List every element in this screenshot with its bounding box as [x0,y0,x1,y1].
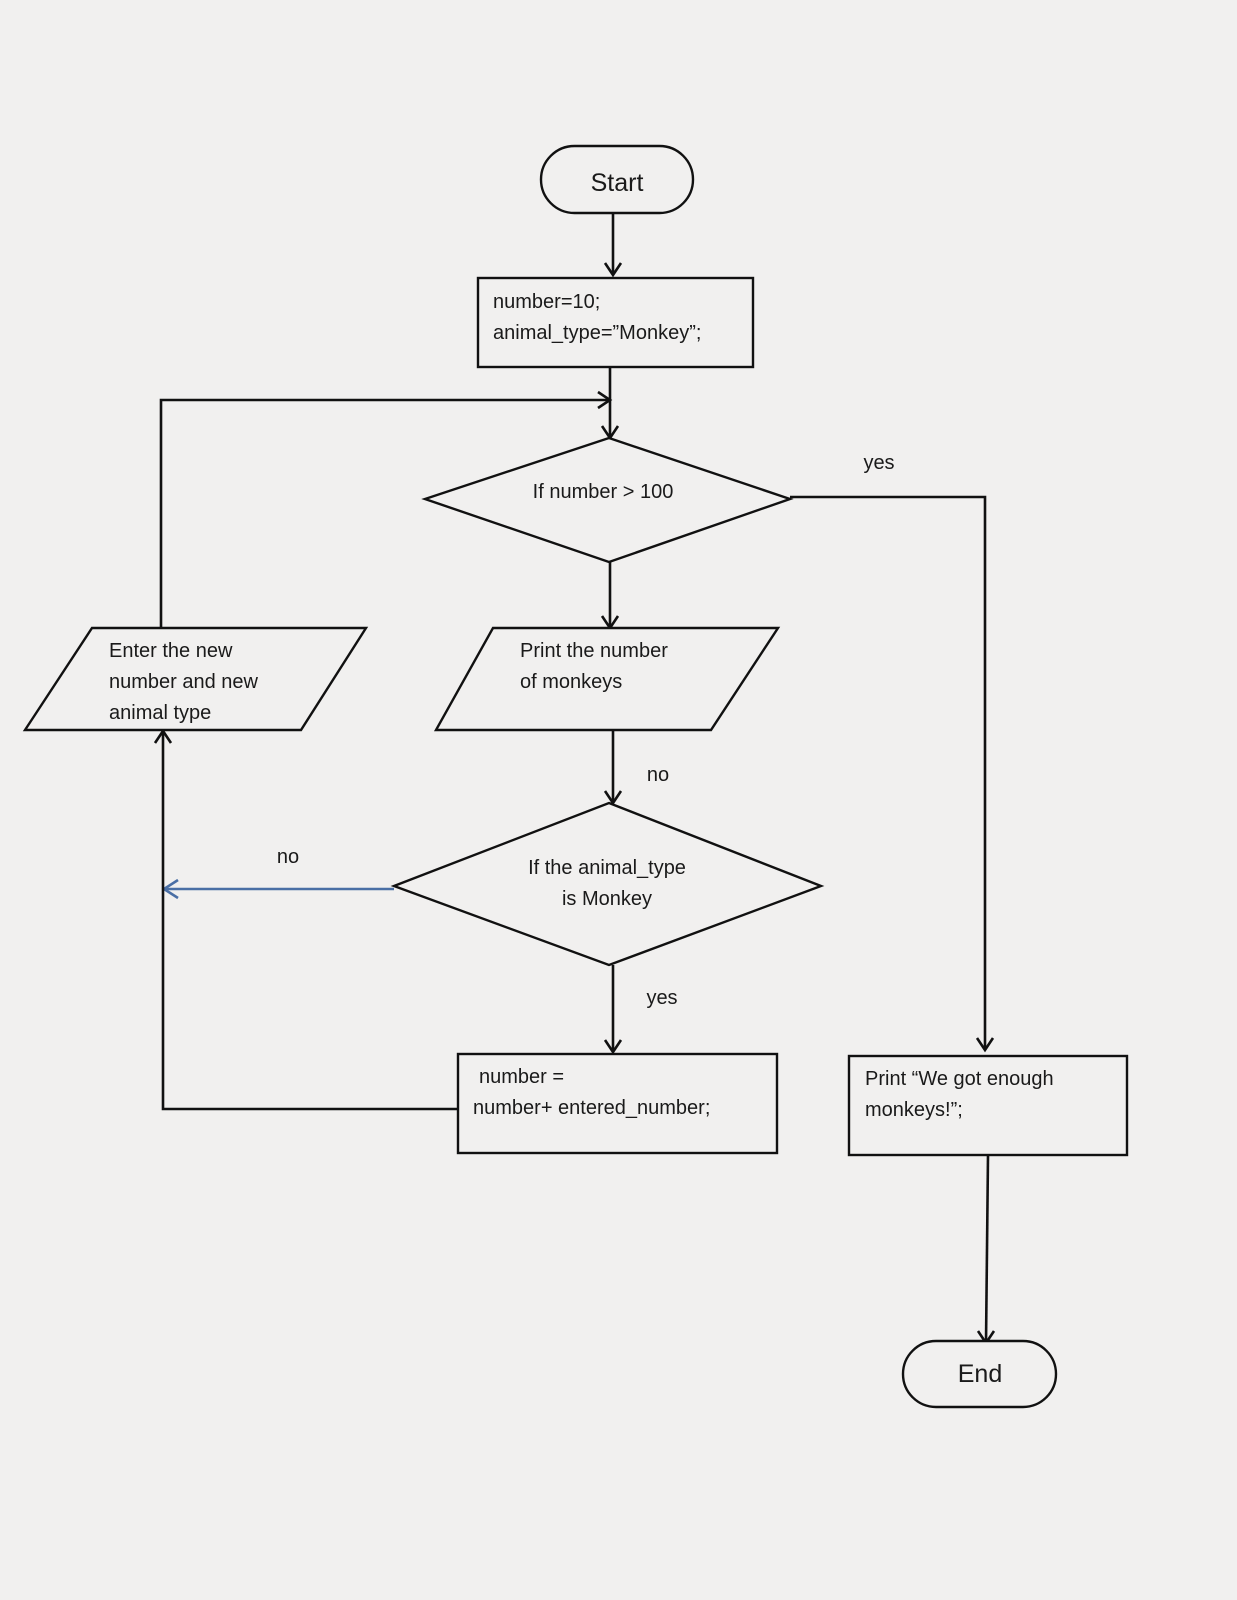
init-line-2: animal_type=”Monkey”; [493,322,701,344]
enter-new-io: Enter the new number and new animal type [22,626,369,732]
arrowhead-update [603,1039,623,1055]
print-enough-box: Print “We got enough monkeys!”; [847,1054,1129,1157]
update-line-1: number = [479,1066,564,1088]
print-monkeys-line-2: of monkeys [520,671,622,693]
arrowhead-init [603,262,623,278]
decision-animal-type: If the animal_type is Monkey [390,801,825,967]
decision-number-text: If number > 100 [533,481,674,503]
decision-number-over-100: If number > 100 [421,436,794,564]
update-number-box: number = number+ entered_number; [456,1052,779,1155]
init-line-1: number=10; [493,291,600,313]
decision-animal-line-2: is Monkey [562,888,652,910]
connector-update-to-enter-new [161,731,458,1111]
connector-print-enough-to-end [984,1154,990,1344]
label-no-left: no [277,846,299,868]
arrowhead-animal-decision [603,790,623,806]
label-no-middle: no [647,764,669,786]
enter-new-line-2: number and new [109,671,259,693]
init-process-box: number=10; animal_type=”Monkey”; [476,276,755,369]
connector-yes-to-print-enough [790,495,987,1050]
arrowhead-print-enough [975,1037,995,1053]
end-terminal: End [901,1339,1058,1409]
enter-new-line-1: Enter the new [109,640,233,662]
start-terminal: Start [539,144,695,215]
end-label: End [958,1360,1002,1388]
decision-animal-line-1: If the animal_type [528,857,686,879]
print-enough-line-2: monkeys!”; [865,1099,963,1121]
arrowhead-loop-return [597,390,613,410]
print-enough-line-1: Print “We got enough [865,1068,1054,1090]
enter-new-line-3: animal type [109,702,211,724]
start-label: Start [591,169,644,197]
connector-loop-return [159,398,610,628]
label-yes-top: yes [863,452,894,474]
print-monkeys-line-1: Print the number [520,640,668,662]
label-yes-bottom: yes [646,987,677,1009]
update-line-2: number+ entered_number; [473,1097,710,1119]
print-monkeys-io: Print the number of monkeys [433,626,781,732]
